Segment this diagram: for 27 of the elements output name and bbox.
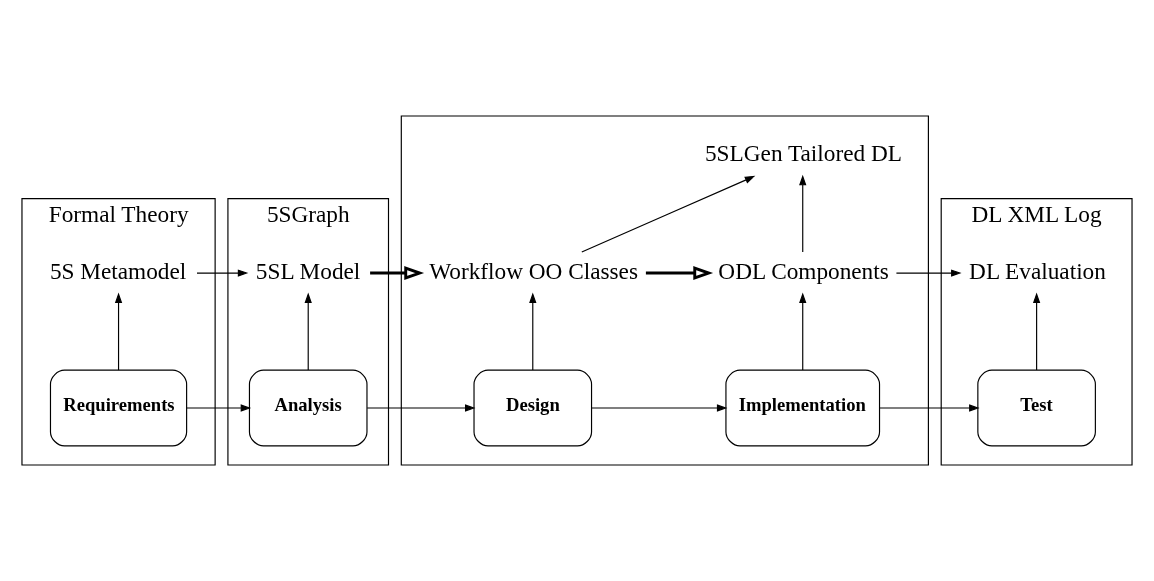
node-box: Implementation: [725, 369, 881, 447]
arrow: [186, 404, 252, 412]
arrow: [591, 404, 728, 412]
arrow: [366, 404, 476, 412]
arrow: [879, 404, 980, 412]
cluster: [400, 115, 929, 466]
node-text: 5SLGen Tailored DL: [704, 140, 902, 167]
arrow: [529, 292, 537, 371]
node-text: DL Evaluation: [969, 257, 1106, 284]
node-text: ODL Components: [718, 257, 889, 284]
arrow: [581, 175, 756, 253]
arrow: [114, 292, 123, 371]
arrow: [895, 269, 962, 277]
node-box: Requirements: [49, 369, 188, 447]
node-text: 5SL Model: [255, 257, 361, 284]
arrow: [1032, 292, 1041, 371]
node-box: Design: [473, 369, 593, 447]
arrow: [196, 269, 249, 277]
arrow: [799, 174, 807, 253]
node-box: Test: [977, 369, 1096, 447]
node-text: Workflow OO Classes: [429, 257, 639, 284]
arrow: [370, 266, 425, 280]
arrow: [645, 266, 714, 280]
arrow: [304, 292, 312, 371]
node-text: 5S Metamodel: [49, 257, 187, 284]
arrow: [799, 292, 807, 371]
node-box: Analysis: [248, 369, 368, 447]
